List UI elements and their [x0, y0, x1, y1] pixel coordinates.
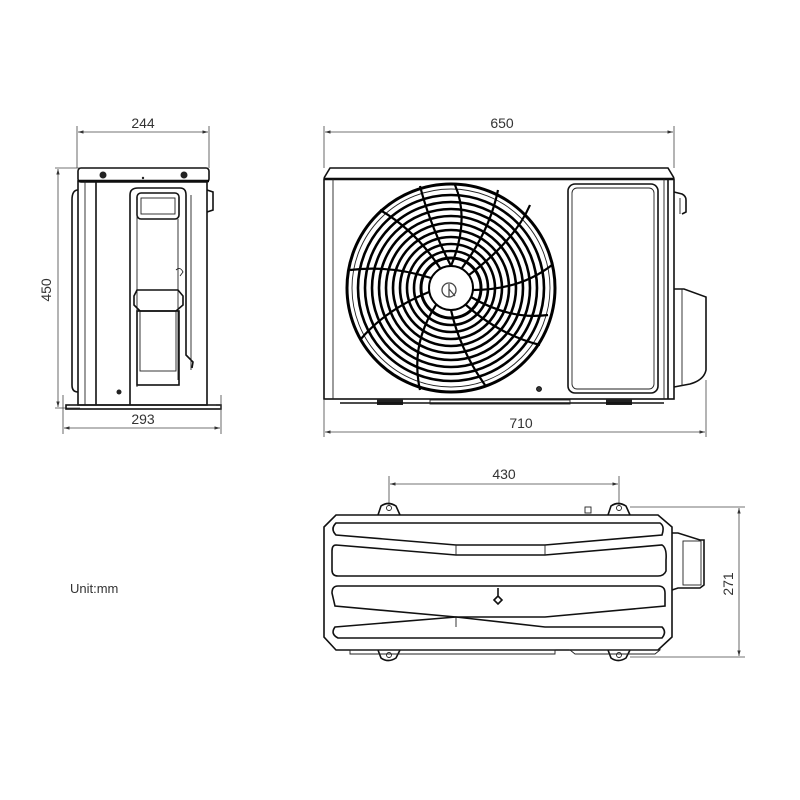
- side-height-label: 450: [38, 278, 54, 302]
- mount-spacing-label: 430: [492, 466, 516, 482]
- drain-marker-icon: [492, 588, 504, 606]
- front-width-top-label: 650: [490, 115, 514, 131]
- side-view: 244 450 293: [38, 115, 222, 434]
- top-view: 430 271: [323, 466, 745, 662]
- front-width-bottom-label: 710: [509, 415, 533, 431]
- top-grille: [331, 522, 667, 639]
- unit-label: Unit:mm: [70, 581, 119, 596]
- depth-label: 271: [720, 572, 736, 596]
- side-width-bottom-label: 293: [131, 411, 155, 427]
- front-view: 650: [323, 115, 707, 437]
- fan-grille-icon: [345, 182, 557, 394]
- side-width-top-label: 244: [131, 115, 155, 131]
